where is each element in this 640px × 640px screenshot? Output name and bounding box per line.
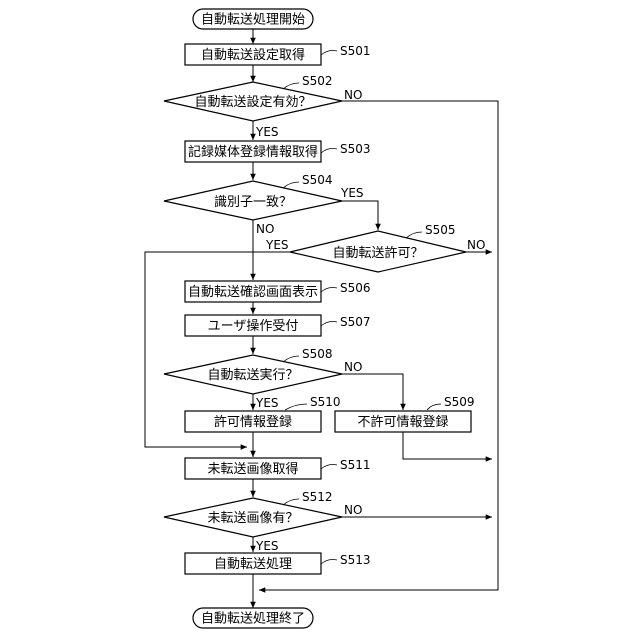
step-s507: S507 bbox=[340, 315, 371, 329]
branch-s502-yes: YES bbox=[255, 125, 279, 139]
branch-s512-no: NO bbox=[344, 503, 362, 517]
leader-s512 bbox=[283, 499, 299, 505]
process-s511: 未転送画像取得 bbox=[185, 458, 321, 479]
leader-s511 bbox=[321, 465, 337, 470]
decision-s508-label: 自動転送実行？ bbox=[207, 367, 298, 383]
step-s505: S505 bbox=[425, 223, 456, 237]
arrow-s504-yes-to-s505 bbox=[342, 201, 378, 230]
process-s509: 不許可情報登録 bbox=[335, 411, 471, 432]
step-s508: S508 bbox=[302, 347, 333, 361]
step-s504: S504 bbox=[302, 173, 333, 187]
arrow-s509-to-end-line bbox=[403, 432, 492, 459]
branch-s504-yes: YES bbox=[340, 186, 364, 200]
branch-s508-yes: YES bbox=[255, 396, 279, 410]
process-s513-label: 自動転送処理 bbox=[214, 557, 292, 572]
leader-s503 bbox=[321, 149, 337, 154]
step-s510: S510 bbox=[310, 395, 341, 409]
step-s513: S513 bbox=[340, 553, 371, 567]
process-s506: 自動転送確認画面表示 bbox=[185, 281, 321, 302]
step-s506: S506 bbox=[340, 281, 371, 295]
decision-s505: 自動転送許可？ bbox=[290, 231, 466, 272]
leader-s513 bbox=[321, 560, 337, 565]
leader-s502 bbox=[283, 83, 299, 89]
step-s502: S502 bbox=[302, 74, 333, 88]
step-numbers: S501 S502 S503 S504 S505 S506 S507 S508 … bbox=[302, 44, 475, 567]
process-s507-label: ユーザ操作受付 bbox=[208, 318, 299, 334]
process-s506-label: 自動転送確認画面表示 bbox=[188, 284, 318, 300]
leader-s510 bbox=[285, 404, 307, 410]
step-s501: S501 bbox=[340, 44, 371, 58]
branch-s502-no: NO bbox=[344, 88, 362, 102]
branch-s508-no: NO bbox=[344, 360, 362, 374]
start-label: 自動転送処理開始 bbox=[201, 13, 305, 28]
process-s501-label: 自動転送設定取得 bbox=[201, 47, 305, 63]
leader-s501 bbox=[321, 51, 337, 56]
decision-s504-label: 識別子一致？ bbox=[214, 195, 292, 210]
end-terminal: 自動転送処理終了 bbox=[193, 608, 313, 628]
decision-s512-label: 未転送画像有？ bbox=[207, 511, 298, 526]
process-s501: 自動転送設定取得 bbox=[185, 44, 321, 65]
branch-s504-no: NO bbox=[256, 222, 274, 236]
leader-s507 bbox=[321, 322, 337, 327]
leader-s504 bbox=[283, 182, 299, 188]
decision-s505-label: 自動転送許可？ bbox=[332, 246, 423, 261]
process-s510-label: 許可情報登録 bbox=[214, 415, 292, 430]
process-s511-label: 未転送画像取得 bbox=[207, 461, 298, 477]
leader-s505 bbox=[406, 232, 422, 238]
step-s503: S503 bbox=[340, 142, 371, 156]
process-s510: 許可情報登録 bbox=[185, 411, 321, 432]
process-s503-label: 記録媒体登録情報取得 bbox=[188, 144, 318, 160]
step-s511: S511 bbox=[340, 458, 371, 472]
leader-s508 bbox=[283, 356, 299, 362]
step-leaders bbox=[283, 51, 441, 565]
leader-s509 bbox=[427, 404, 441, 410]
decision-s502-label: 自動転送設定有効？ bbox=[194, 94, 311, 110]
start-terminal: 自動転送処理開始 bbox=[193, 9, 313, 29]
process-s507: ユーザ操作受付 bbox=[185, 315, 321, 336]
step-s512: S512 bbox=[302, 490, 333, 504]
step-s509: S509 bbox=[444, 395, 475, 409]
process-s509-label: 不許可情報登録 bbox=[357, 415, 448, 430]
branch-s505-yes: YES bbox=[265, 238, 289, 252]
end-label: 自動転送処理終了 bbox=[201, 611, 305, 627]
process-s503: 記録媒体登録情報取得 bbox=[185, 141, 321, 162]
branch-s512-yes: YES bbox=[255, 539, 279, 553]
branch-s505-no: NO bbox=[467, 238, 485, 252]
leader-s506 bbox=[321, 288, 337, 293]
arrow-s508-no-to-s509 bbox=[342, 374, 403, 410]
process-s513: 自動転送処理 bbox=[185, 553, 321, 574]
